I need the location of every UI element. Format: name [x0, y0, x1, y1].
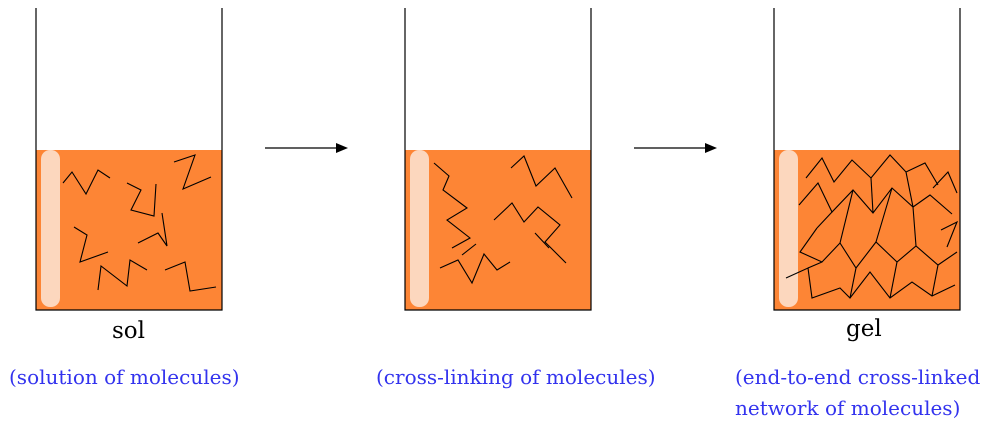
caption-solution: (solution of molecules) — [9, 362, 240, 393]
arrow-2 — [634, 143, 717, 153]
glass-highlight-gel — [779, 150, 798, 307]
stage-label-sol: sol — [112, 318, 145, 344]
beaker-gel — [774, 8, 960, 310]
caption-network-line-1: (end-to-end cross-linked — [735, 362, 980, 393]
beaker-sol — [36, 8, 222, 310]
caption-network-line-2: network of molecules) — [735, 393, 960, 424]
glass-highlight-sol — [41, 150, 60, 307]
glass-highlight-crosslinking — [410, 150, 429, 307]
caption-crosslinking: (cross-linking of molecules) — [376, 362, 656, 393]
arrow-1 — [265, 143, 348, 153]
beaker-crosslinking — [405, 8, 591, 310]
liquid-sol — [36, 150, 222, 310]
liquid-crosslinking — [405, 150, 591, 310]
stage-label-gel: gel — [846, 316, 882, 342]
